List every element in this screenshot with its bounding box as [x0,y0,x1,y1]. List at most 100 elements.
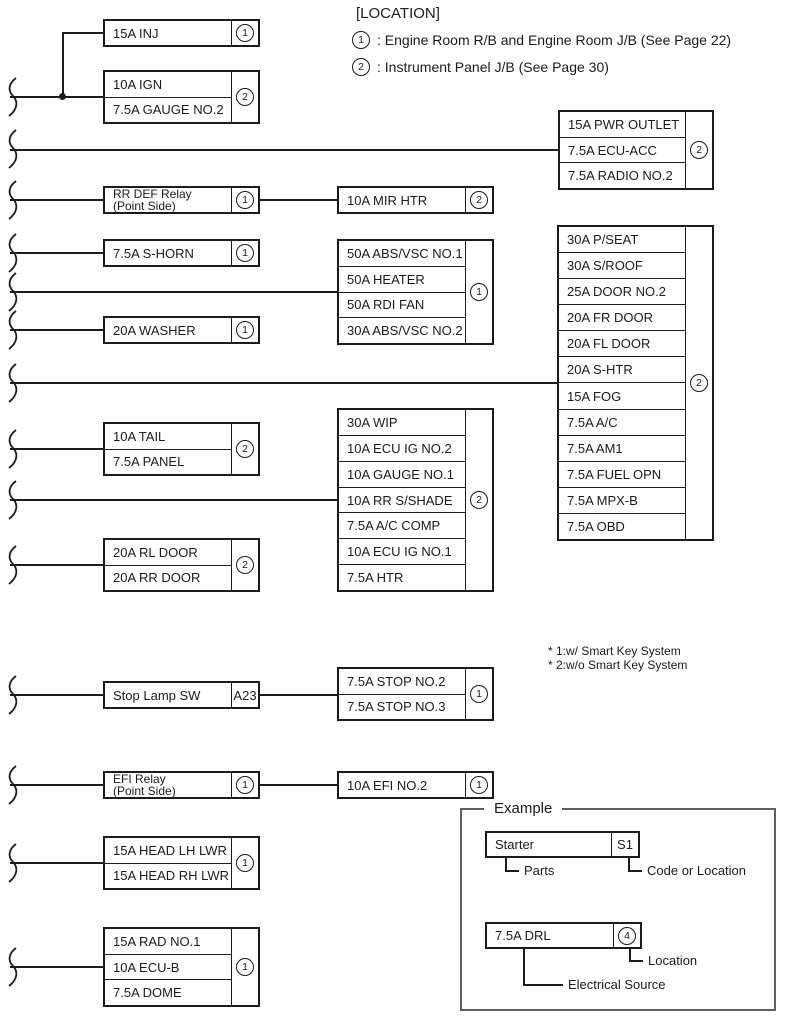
smart-key-notes: * 1:w/ Smart Key System * 2:w/o Smart Ke… [548,644,687,672]
junction-dot [59,93,66,100]
circled-number-icon: 1 [352,31,370,49]
fuse-row: 30A ABS/VSC NO.2 [339,317,465,343]
callout-line [628,870,642,872]
fuse-row: 50A HEATER [339,265,465,292]
connector-line [10,448,103,450]
fuse-row: 15A HEAD LH LWR [113,842,227,858]
connector-line [10,784,103,786]
fusebox-panel-jb-column: 30A P/SEAT 30A S/ROOF 25A DOOR NO.2 20A … [557,225,714,541]
connector-line [10,199,103,201]
fuse-row: 15A INJ [113,25,159,41]
fuse-row: 7.5A S-HORN [113,245,194,261]
fuse-row: 7.5A HTR [339,564,465,590]
fusebox-pwr-outlet: 15A PWR OUTLET 7.5A ECU-ACC 7.5A RADIO N… [558,110,714,190]
relay-label-line1: RR DEF Relay [113,187,192,201]
location-tag-cell: 1 [231,773,258,797]
relay-label-line2: (Point Side) [113,784,176,798]
connector-line [260,694,337,696]
circled-number-icon: 4 [618,926,636,945]
fuse-row: 15A PWR OUTLET [568,116,680,132]
example-starter-box: Starter S1 [485,831,640,858]
fusebox-ign-gauge: 10A IGN 7.5A GAUGE NO.2 2 [103,70,260,124]
fuse-row: 30A S/ROOF [559,252,685,278]
circled-number-icon: 2 [236,440,254,458]
circled-number-icon: 1 [236,776,254,794]
location-tag-cell: 1 [465,669,492,719]
location-tag-cell: 1 [231,318,258,342]
fuse-row: 20A FL DOOR [559,330,685,356]
legend-text: : Instrument Panel J/B (See Page 30) [377,59,609,75]
fusebox-efi-no2: 10A EFI NO.2 1 [337,771,494,799]
location-tag-cell: 2 [685,227,712,539]
location-tag-cell: 1 [231,21,258,45]
note-line: * 1:w/ Smart Key System [548,644,681,658]
fuse-row: 30A P/SEAT [567,232,639,248]
fuse-row: 7.5A STOP NO.2 [347,673,446,689]
connector-line [10,499,337,501]
circled-number-icon: 1 [470,685,488,703]
legend-title: [LOCATION] [356,5,440,22]
fuse-row: 20A RL DOOR [113,544,198,560]
connector-line [62,32,103,34]
fuse-row: 10A TAIL [113,428,166,444]
location-tag-cell: 2 [231,72,258,122]
connector-line [10,149,558,151]
fusebox-s-horn: 7.5A S-HORN 1 [103,239,260,267]
example-code-label: Code or Location [647,863,747,878]
example-source-row: 7.5A DRL [495,928,551,943]
circled-number-icon: 1 [236,958,254,976]
callout-line [629,960,643,962]
relay-label-line2: (Point Side) [113,199,176,213]
wire-break-icon [8,129,18,169]
fusebox-rad-ecub-dome: 15A RAD NO.1 10A ECU-B 7.5A DOME 1 [103,927,260,1007]
switch-row: Stop Lamp SW [113,687,201,703]
fuse-row: 7.5A A/C COMP [339,512,465,538]
location-tag-cell: 2 [231,424,258,474]
connector-line [10,564,103,566]
fuse-row: 50A RDI FAN [339,291,465,318]
fusebox-tail-panel: 10A TAIL 7.5A PANEL 2 [103,422,260,476]
legend-text: : Engine Room R/B and Engine Room J/B (S… [377,32,732,48]
example-source-label: Electrical Source [568,977,666,992]
fuse-row: 7.5A DOME [105,979,231,1005]
fuse-row: 20A RR DOOR [105,564,231,591]
location-tag-cell: 1 [231,929,258,1005]
example-frame: Example [460,800,776,1011]
circled-number-icon: 2 [690,374,708,392]
fusebox-rl-rr-door: 20A RL DOOR 20A RR DOOR 2 [103,538,260,592]
example-title: Example [484,800,563,817]
fusebox-washer: 20A WASHER 1 [103,316,260,344]
location-tag-cell: 1 [465,241,492,343]
location-tag-cell: 2 [465,188,492,212]
circled-number-icon: 2 [470,191,488,209]
fuse-row: 15A FOG [559,382,685,408]
circled-number-icon: 1 [236,244,254,262]
example-location-label: Location [648,953,698,968]
legend-item-2: 2 : Instrument Panel J/B (See Page 30) [352,58,731,76]
fuse-row: 10A RR S/SHADE [339,486,465,513]
circled-number-icon: 2 [690,141,708,159]
connector-line [10,694,103,696]
callout-line [629,949,631,961]
connector-line [10,291,337,293]
circled-number-icon: 1 [470,776,488,794]
callout-line [628,858,630,871]
location-legend: [LOCATION] 1 : Engine Room R/B and Engin… [352,5,731,76]
fusebox-mir-htr: 10A MIR HTR 2 [337,186,494,214]
code-tag-cell: A23 [231,683,258,707]
connector-line [260,784,337,786]
connector-line [10,252,103,254]
fuse-row: 7.5A A/C [559,408,685,435]
circled-number-icon: 2 [352,58,370,76]
fuse-row: 7.5A AM1 [559,434,685,461]
code-tag: S1 [617,837,633,852]
callout-line [505,858,507,871]
fuse-row: 10A ECU-B [105,953,231,980]
fuse-row: 7.5A OBD [559,512,685,539]
fusebox-stop: 7.5A STOP NO.2 7.5A STOP NO.3 1 [337,667,494,721]
code-tag: A23 [233,687,257,703]
fuse-row: 20A WASHER [113,322,196,338]
relaybox-rr-def: RR DEF Relay (Point Side) 1 [103,186,260,214]
fuse-row: 7.5A ECU-ACC [560,136,685,163]
callout-line [523,949,525,985]
